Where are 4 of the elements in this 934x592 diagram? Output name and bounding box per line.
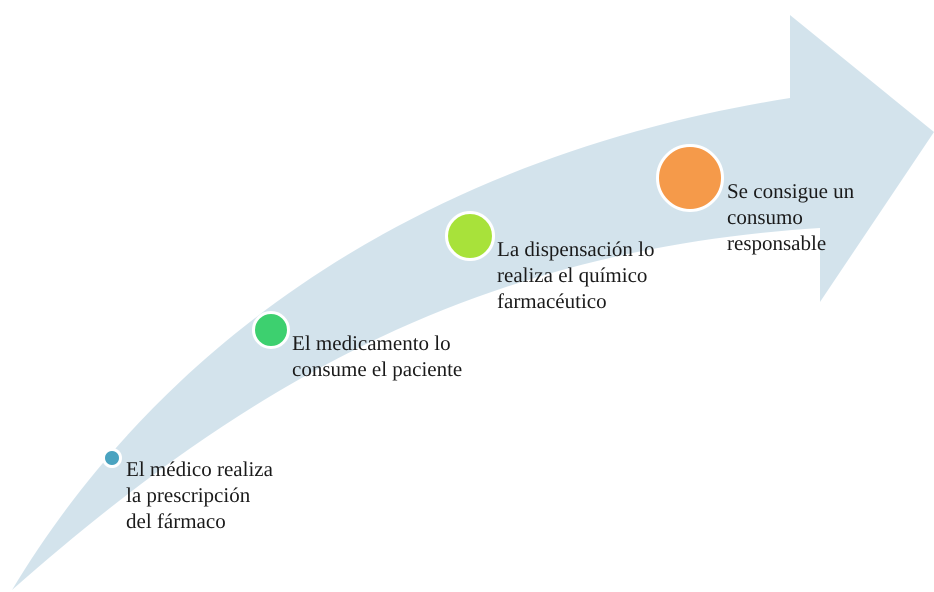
step-text: El médico realiza la prescripción del fármaco [126,456,274,534]
step-text: El medicamento lo consume el paciente [292,330,464,382]
step-text: La dispensación lo realiza el químico farmacéutico [497,236,656,314]
step-text: Se consigue un consumo responsable [727,178,856,256]
